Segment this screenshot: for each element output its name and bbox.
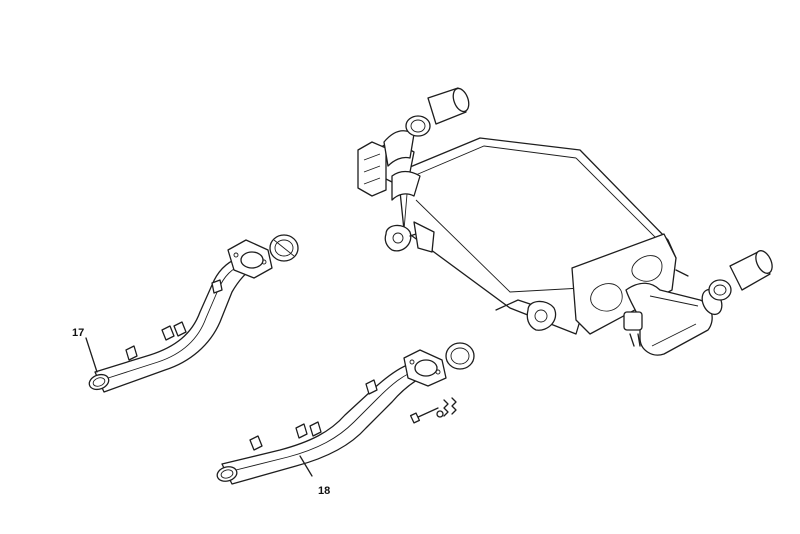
leader-line-18 (299, 455, 313, 477)
front-pipe-17 (88, 234, 299, 393)
front-pipe-18 (216, 342, 475, 485)
leader-line-17 (85, 337, 98, 373)
rear-silencer-assembly (357, 87, 773, 356)
callout-label-18: 18 (318, 485, 331, 497)
callout-label-17: 17 (72, 327, 85, 339)
